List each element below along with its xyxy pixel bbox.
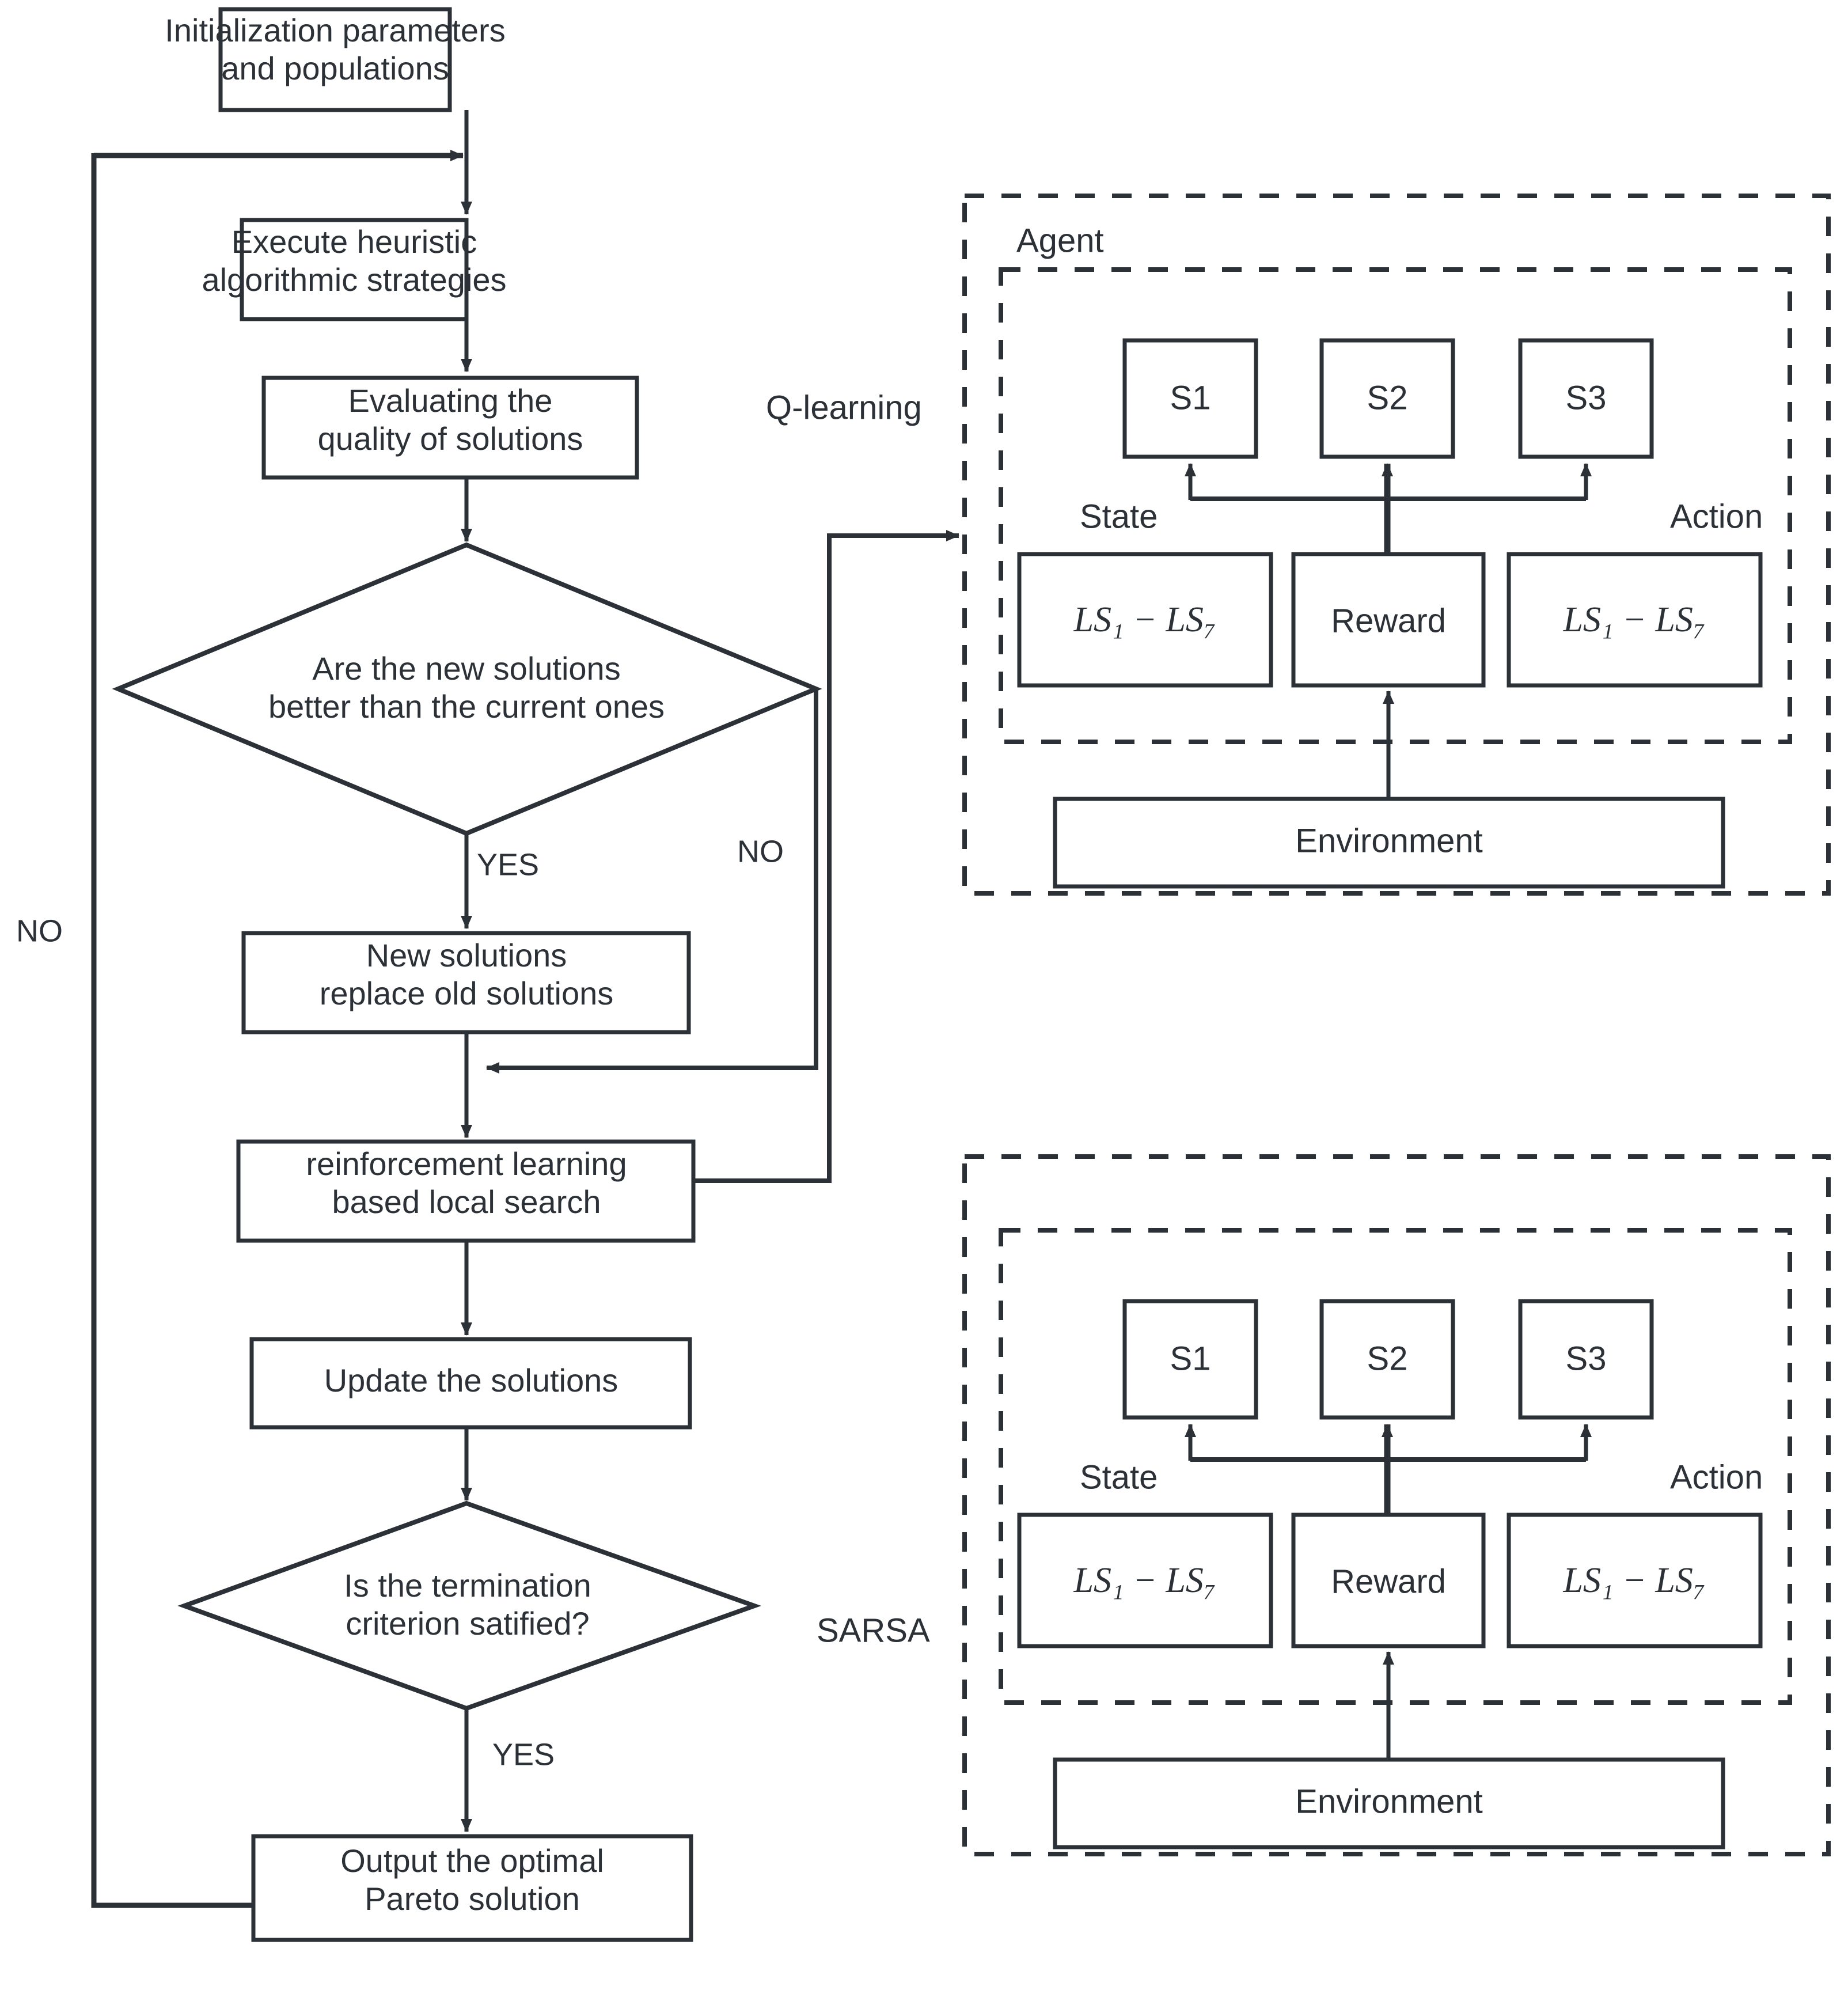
node-evaluate-line1: Evaluating the bbox=[348, 382, 553, 419]
panel-qlearning-state-set-label: LS₁ − LS₇ bbox=[1073, 600, 1216, 639]
panel-qlearning-state-set-box bbox=[1017, 552, 1273, 688]
panel-sarsa-state-label-s1: S1 bbox=[1170, 1340, 1211, 1377]
node-terminate-line1: Is the termination bbox=[344, 1567, 591, 1604]
panel-sarsa-inner-frame bbox=[999, 1228, 1792, 1705]
panel-qlearning-side-label: Q-learning bbox=[766, 389, 922, 426]
edge-label-terminate-yes: YES bbox=[492, 1737, 555, 1772]
panel-qlearning-action-text: Action bbox=[1670, 498, 1763, 535]
node-evaluate: Evaluating the quality of solutions bbox=[261, 376, 639, 480]
node-update-line1: Update the solutions bbox=[324, 1362, 618, 1398]
panel-qlearning-reward-label: Reward bbox=[1331, 602, 1446, 639]
panel-sarsa-environment-box bbox=[1053, 1757, 1725, 1849]
node-update-box bbox=[249, 1337, 692, 1430]
panel-qlearning: Agent S1 S2 S3 State Action LS₁ − LS₇ Re… bbox=[962, 194, 1831, 896]
panel-qlearning-state-label-s2: S2 bbox=[1367, 379, 1408, 416]
panel-qlearning-state-boxes: S1 S2 S3 bbox=[1122, 338, 1654, 459]
panel-qlearning-state-box-s1 bbox=[1122, 338, 1258, 459]
node-init-line1: Initialization parameters bbox=[165, 12, 505, 48]
panel-qlearning-outer-frame bbox=[962, 194, 1831, 896]
panel-sarsa-environment-label: Environment bbox=[1295, 1783, 1483, 1820]
node-rl-line1: reinforcement learning bbox=[306, 1146, 627, 1182]
panel-sarsa-state-set-label: LS₁ − LS₇ bbox=[1073, 1561, 1216, 1600]
panel-sarsa-reward-label: Reward bbox=[1331, 1563, 1446, 1600]
node-evaluate-box bbox=[261, 376, 639, 480]
panel-sarsa-state-box-s2 bbox=[1319, 1299, 1455, 1420]
node-compare-line1: Are the new solutions bbox=[312, 650, 620, 687]
node-init: Initialization parameters and population… bbox=[165, 7, 506, 112]
node-terminate: Is the termination criterion satified? bbox=[177, 1500, 761, 1711]
node-output-box bbox=[251, 1834, 693, 1942]
panel-qlearning-state-label-s3: S3 bbox=[1566, 379, 1607, 416]
node-output-line2: Pareto solution bbox=[365, 1881, 580, 1917]
panel-qlearning-state-label-s1: S1 bbox=[1170, 379, 1211, 416]
panel-sarsa-outer-frame bbox=[962, 1154, 1831, 1856]
panel-sarsa-state-text: State bbox=[1080, 1458, 1158, 1496]
edge-rl-to-qlearning-panel bbox=[693, 530, 959, 1183]
node-heuristic-line2: algorithmic strategies bbox=[202, 261, 506, 298]
node-rl: reinforcement learning based local searc… bbox=[236, 1139, 696, 1243]
panel-qlearning-action-set-label: LS₁ − LS₇ bbox=[1563, 600, 1706, 639]
edge-compare-no bbox=[486, 689, 818, 1074]
node-rl-line2: based local search bbox=[332, 1184, 601, 1220]
node-replace-line1: New solutions bbox=[366, 937, 567, 973]
panel-sarsa-side-label: SARSA bbox=[817, 1612, 930, 1649]
panel-sarsa-action-set-label: LS₁ − LS₇ bbox=[1563, 1561, 1706, 1600]
node-replace-line2: replace old solutions bbox=[320, 975, 614, 1011]
node-replace: New solutions replace old solutions bbox=[241, 931, 691, 1034]
panel-sarsa-state-boxes: S1 S2 S3 bbox=[1122, 1299, 1654, 1420]
node-update: Update the solutions bbox=[249, 1337, 692, 1430]
node-init-line2: and populations bbox=[221, 50, 449, 86]
node-output: Output the optimal Pareto solution bbox=[251, 1834, 693, 1942]
panel-sarsa-action-set-box bbox=[1507, 1513, 1763, 1648]
node-evaluate-line2: quality of solutions bbox=[318, 420, 583, 457]
edge-label-compare-no: NO bbox=[737, 834, 784, 869]
node-terminate-line2: criterion satified? bbox=[346, 1605, 589, 1642]
panel-qlearning-inner-frame bbox=[999, 267, 1792, 744]
node-heuristic: Execute heuristic algorithmic strategies bbox=[202, 218, 507, 321]
edge-label-compare-yes: YES bbox=[477, 847, 539, 882]
panel-qlearning-state-box-s3 bbox=[1518, 338, 1654, 459]
panel-sarsa: S1 S2 S3 State Action LS₁ − LS₇ Reward L… bbox=[962, 1154, 1831, 1856]
node-init-box bbox=[218, 7, 452, 112]
node-compare: Are the new solutions better than the cu… bbox=[112, 542, 822, 836]
edge-terminate-no-loop bbox=[91, 153, 253, 1908]
panel-sarsa-action-text: Action bbox=[1670, 1458, 1763, 1496]
panel-qlearning-agent-label: Agent bbox=[1016, 222, 1104, 259]
node-output-line1: Output the optimal bbox=[340, 1843, 604, 1879]
panel-sarsa-state-label-s3: S3 bbox=[1566, 1340, 1607, 1377]
node-heuristic-box bbox=[240, 218, 469, 321]
node-replace-box bbox=[241, 931, 691, 1034]
edge-label-terminate-no: NO bbox=[16, 913, 63, 948]
panel-sarsa-state-set-box bbox=[1017, 1513, 1273, 1648]
panel-qlearning-state-box-s2 bbox=[1319, 338, 1455, 459]
panel-qlearning-action-set-box bbox=[1507, 552, 1763, 688]
panel-sarsa-state-box-s1 bbox=[1122, 1299, 1258, 1420]
panel-sarsa-state-box-s3 bbox=[1518, 1299, 1654, 1420]
panel-qlearning-state-text: State bbox=[1080, 498, 1158, 535]
panel-qlearning-environment-label: Environment bbox=[1295, 822, 1483, 859]
panel-sarsa-state-label-s2: S2 bbox=[1367, 1340, 1408, 1377]
node-heuristic-line1: Execute heuristic bbox=[232, 223, 477, 260]
panel-qlearning-environment-box bbox=[1053, 797, 1725, 889]
node-compare-line2: better than the current ones bbox=[268, 688, 665, 725]
panel-sarsa-reward-box bbox=[1291, 1513, 1486, 1648]
panel-qlearning-reward-box bbox=[1291, 552, 1486, 688]
